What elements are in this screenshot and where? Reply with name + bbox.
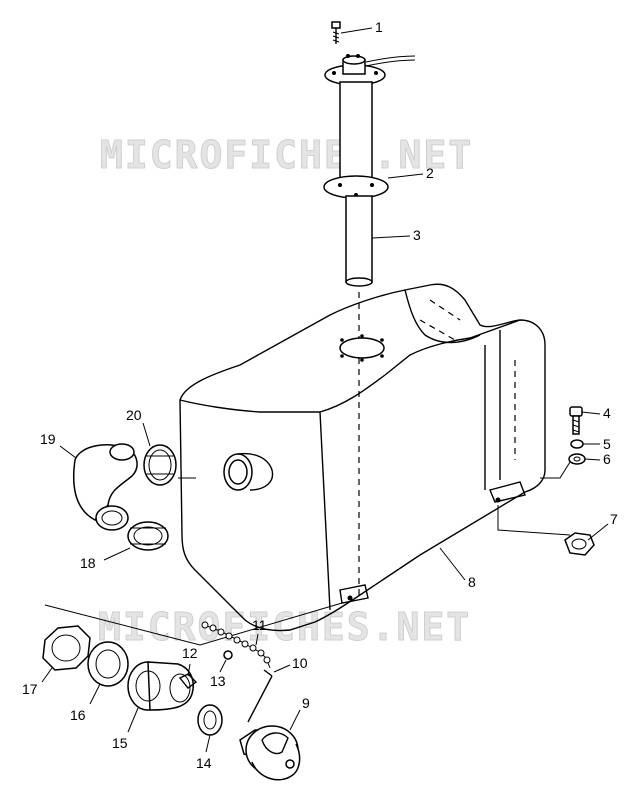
callout-5: 5 [603, 436, 611, 452]
callout-18: 18 [80, 555, 96, 571]
callout-20: 20 [126, 407, 142, 423]
part-16-gasket [87, 641, 129, 687]
watermark-bottom: MICROFICHES.NET [98, 605, 471, 649]
callout-2: 2 [426, 165, 434, 181]
part-2-3-sender-tube [323, 54, 416, 287]
watermark-top: MICROFICHES.NET [100, 133, 473, 177]
leader-mount-upper [540, 461, 571, 479]
part-19-hose [73, 443, 138, 531]
part-7-nut [564, 532, 595, 556]
part-4-bolt [569, 406, 583, 435]
callout-9: 9 [302, 695, 310, 711]
leader-mount-lower [497, 505, 571, 536]
callout-15: 15 [112, 735, 128, 751]
part-5-lock-washer [570, 439, 584, 449]
part-8-oil-tank [179, 283, 546, 632]
callout-7: 7 [610, 511, 618, 527]
part-1-screw [331, 21, 341, 44]
callout-17: 17 [22, 681, 38, 697]
callout-13: 13 [210, 673, 226, 689]
callout-11: 11 [252, 617, 267, 633]
part-12-clip [178, 673, 198, 689]
part-9-filler-cap [239, 725, 301, 781]
part-10-pin [247, 669, 273, 723]
callout-10: 10 [292, 655, 308, 671]
callout-19: 19 [40, 431, 56, 447]
part-18-clamp [127, 521, 169, 551]
leader-filler-neck [44, 602, 343, 646]
part-17-lock-nut [42, 625, 91, 671]
part-20-clamp [143, 444, 177, 486]
callout-8: 8 [468, 574, 476, 590]
callout-leaders [41, 27, 609, 753]
callout-1: 1 [375, 19, 383, 35]
part-13-screw [223, 650, 233, 660]
callout-4: 4 [603, 405, 611, 421]
callout-6: 6 [603, 451, 611, 467]
part-11-chain [201, 621, 271, 669]
part-6-washer [568, 453, 586, 465]
part-15-filler-neck [127, 661, 194, 711]
callout-12: 12 [182, 645, 198, 661]
callout-3: 3 [413, 227, 421, 243]
part-14-o-ring [197, 704, 223, 736]
callout-14: 14 [196, 755, 212, 771]
callout-16: 16 [70, 707, 86, 723]
